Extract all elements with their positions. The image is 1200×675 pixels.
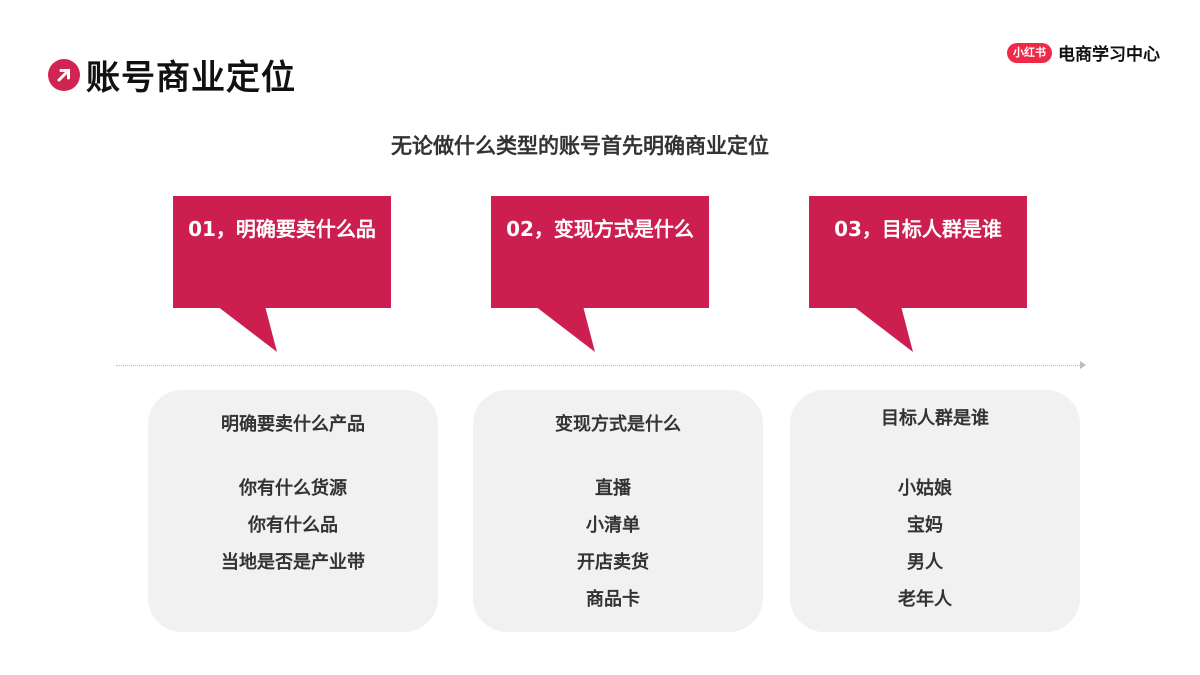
- card-title: 目标人群是谁: [881, 408, 989, 429]
- list-item: 宝妈: [907, 515, 943, 536]
- arrow-right-icon: [1080, 361, 1086, 369]
- list-item: 小清单: [586, 515, 640, 536]
- card-items: 小姑娘 宝妈 男人 老年人: [790, 470, 1080, 618]
- callout-tail-icon: [535, 306, 595, 352]
- card-title: 明确要卖什么产品: [221, 414, 365, 435]
- callout-2: 02，变现方式是什么: [491, 196, 709, 356]
- callout-label: 03，目标人群是谁: [809, 196, 1027, 308]
- subtitle: 无论做什么类型的账号首先明确商业定位: [391, 134, 769, 158]
- list-item: 老年人: [898, 589, 952, 610]
- callout-tail-icon: [853, 306, 913, 352]
- callout-label: 02，变现方式是什么: [491, 196, 709, 308]
- page-title: 账号商业定位: [86, 58, 296, 98]
- list-item: 你有什么品: [248, 515, 338, 536]
- callout-tail-icon: [217, 306, 277, 352]
- title-group: 账号商业定位: [48, 50, 296, 99]
- card-items: 直播 小清单 开店卖货 商品卡: [473, 470, 763, 618]
- list-item: 开店卖货: [577, 552, 649, 573]
- brand-logo: 小红书: [1007, 42, 1052, 63]
- list-item: 当地是否是产业带: [221, 552, 365, 573]
- list-item: 男人: [907, 552, 943, 573]
- list-item: 直播: [595, 478, 631, 499]
- callout-label: 01，明确要卖什么品: [173, 196, 391, 308]
- callout-1: 01，明确要卖什么品: [173, 196, 391, 356]
- list-item: 商品卡: [586, 589, 640, 610]
- card-audience: 目标人群是谁 小姑娘 宝妈 男人 老年人: [790, 390, 1080, 632]
- card-title: 变现方式是什么: [555, 414, 681, 435]
- card-monetization: 变现方式是什么 直播 小清单 开店卖货 商品卡: [473, 390, 763, 632]
- list-item: 你有什么货源: [239, 478, 347, 499]
- list-item: 小姑娘: [898, 478, 952, 499]
- card-product: 明确要卖什么产品 你有什么货源 你有什么品 当地是否是产业带: [148, 390, 438, 632]
- brand-name: 电商学习中心: [1058, 45, 1160, 65]
- timeline-divider: [116, 365, 1082, 366]
- callout-3: 03，目标人群是谁: [809, 196, 1027, 356]
- arrow-up-right-icon: [48, 58, 80, 91]
- brand: 小红书 电商学习中心: [1007, 40, 1160, 65]
- card-items: 你有什么货源 你有什么品 当地是否是产业带: [148, 470, 438, 581]
